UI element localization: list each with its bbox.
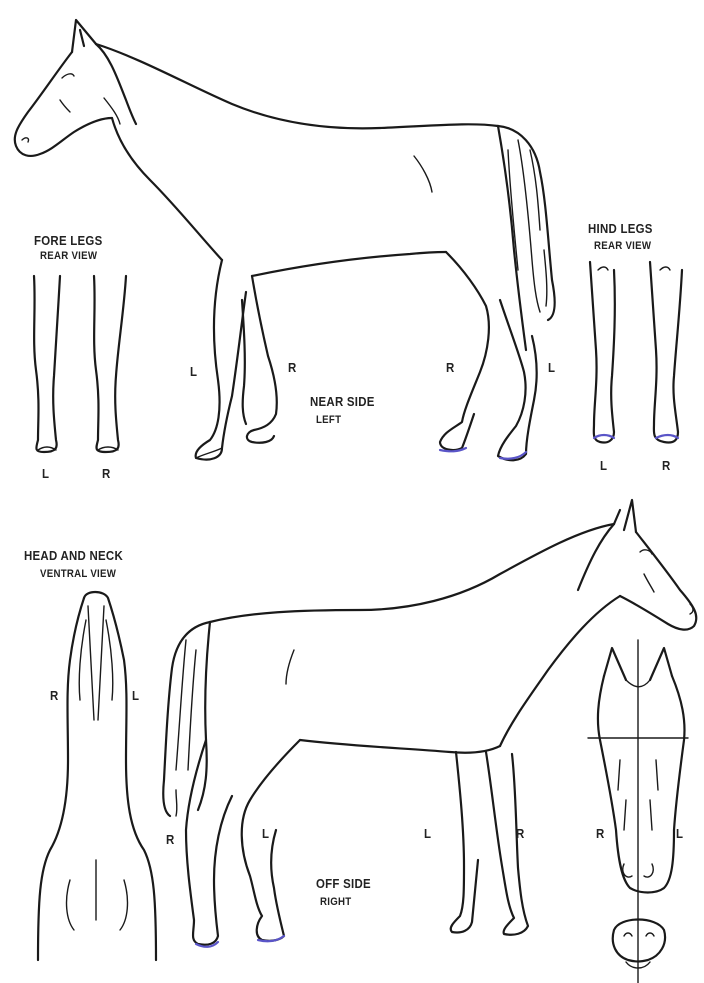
off-side-fore-right-label: R: [516, 826, 525, 841]
off-side-hind-right-label: R: [166, 832, 175, 847]
off-side-hind-left-label: L: [262, 826, 269, 841]
hind-legs-subtitle: REAR VIEW: [594, 240, 651, 252]
ventral-right-label: R: [50, 688, 59, 703]
fore-legs-right-label: R: [102, 466, 111, 481]
head-neck-title: HEAD AND NECK: [24, 548, 123, 563]
hind-legs-right-label: R: [662, 458, 671, 473]
near-side-hind-left-label: L: [548, 360, 555, 375]
near-side-fore-left-label: L: [190, 364, 197, 379]
head-neck-subtitle: VENTRAL VIEW: [40, 568, 116, 580]
hind-legs-left-label: L: [600, 458, 607, 473]
face-front-view-drawing: [588, 640, 688, 983]
face-left-label: L: [676, 826, 683, 841]
fore-legs-subtitle: REAR VIEW: [40, 250, 97, 262]
ventral-left-label: L: [132, 688, 139, 703]
fore-legs-left-label: L: [42, 466, 49, 481]
near-side-title: NEAR SIDE: [310, 394, 375, 409]
hind-legs-rear-view-drawing: [590, 262, 682, 443]
hind-legs-title: HIND LEGS: [588, 221, 653, 236]
near-side-fore-right-label: R: [288, 360, 297, 375]
near-side-subtitle: LEFT: [316, 414, 341, 426]
off-side-horse-drawing: [163, 500, 696, 947]
off-side-subtitle: RIGHT: [320, 896, 351, 908]
off-side-title: OFF SIDE: [316, 876, 371, 891]
near-side-hind-right-label: R: [446, 360, 455, 375]
fore-legs-title: FORE LEGS: [34, 233, 102, 248]
head-neck-ventral-view-drawing: [38, 592, 156, 960]
face-right-label: R: [596, 826, 605, 841]
fore-legs-rear-view-drawing: [34, 276, 126, 452]
off-side-fore-left-label: L: [424, 826, 431, 841]
